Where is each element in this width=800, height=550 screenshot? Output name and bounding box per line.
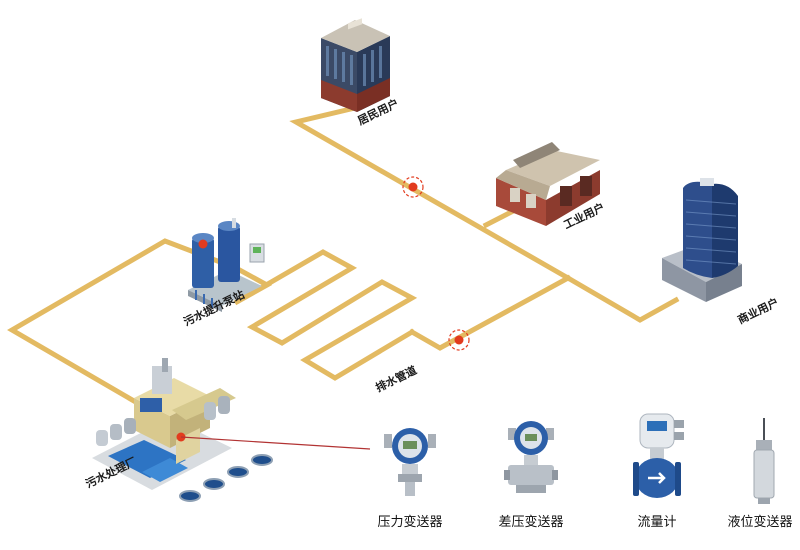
device-label-differential-pressure-transmitter: 差压变送器 [498, 514, 563, 530]
pointer-line [180, 436, 371, 450]
level-transmitter-icon [753, 418, 775, 504]
residential-building-icon [321, 18, 390, 112]
industrial-building-icon [496, 142, 600, 226]
device-label-pressure-transmitter: 压力变送器 [377, 514, 442, 530]
measurement-marker-pump-station [198, 239, 208, 249]
treatment-plant-icon [92, 358, 273, 502]
differential-pressure-transmitter-icon [504, 421, 558, 493]
device-label-level-transmitter: 液位变送器 [727, 514, 792, 530]
label-commercial: 商业用户 [735, 295, 781, 327]
pressure-transmitter-icon [384, 428, 436, 496]
device-label-flow-meter: 流量计 [637, 515, 676, 530]
pipe-to-drain [408, 274, 572, 351]
commercial-building-icon [662, 178, 742, 302]
pipe-commercial-branch [564, 274, 680, 323]
label-drain-pipe: 排水管道 [373, 363, 419, 395]
flow-meter-icon [633, 413, 684, 498]
pipe-network [7, 104, 680, 419]
pipe-residential-branch [289, 104, 572, 282]
pump-station-icon [188, 218, 265, 312]
measurement-marker-residential-pipe [402, 176, 424, 198]
pipe-serpentine [232, 249, 418, 381]
measurement-marker-drain-pipe [448, 329, 470, 351]
